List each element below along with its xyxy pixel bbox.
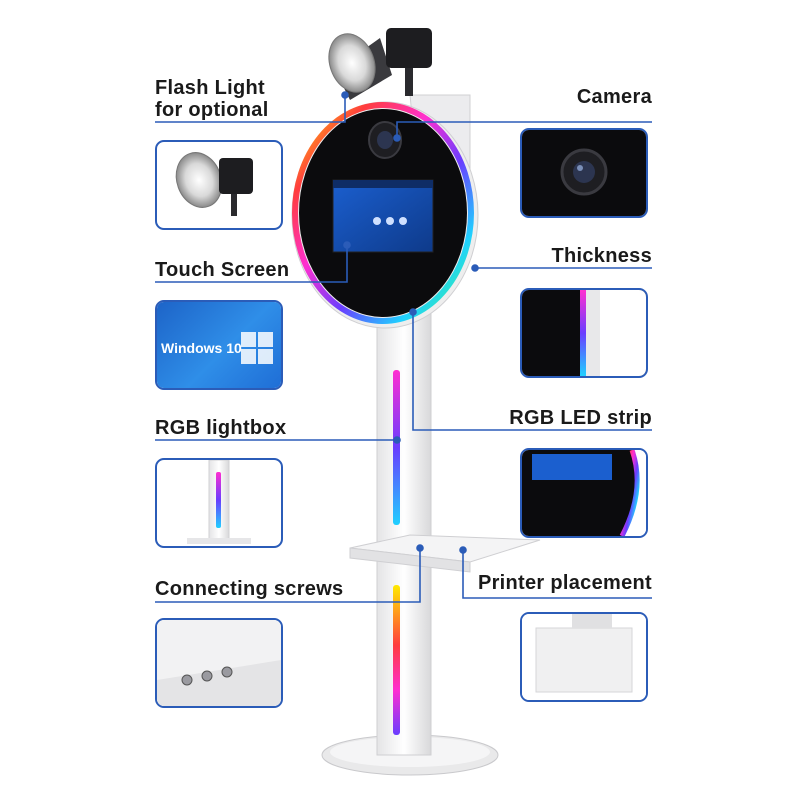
flash-light-detail-image: [175, 152, 253, 216]
connecting-screws-label: Connecting screws: [155, 578, 344, 600]
thickness-thumbnail: [520, 288, 648, 378]
rgb-lightbox-thumbnail: [155, 458, 283, 548]
thickness-detail-image: [522, 290, 646, 376]
thickness-label: Thickness: [551, 245, 652, 267]
flash-light-label-line1: Flash Light: [155, 77, 265, 99]
camera-detail-image: [522, 130, 646, 216]
flash-light-label-line2: for optional: [155, 99, 269, 121]
connecting-screws-detail-image: [157, 620, 281, 706]
camera-label: Camera: [576, 86, 652, 108]
rgb-led-strip-label: RGB LED strip: [509, 407, 652, 429]
touch-screen-label: Touch Screen: [155, 259, 290, 281]
printer-tray-detail-image: [522, 614, 646, 700]
printer-placement-label: Printer placement: [477, 572, 652, 594]
connecting-screws-thumbnail: [155, 618, 283, 708]
windows-10-screen: Windows 10: [157, 302, 281, 388]
rgb-lightbox-label: RGB lightbox: [155, 417, 287, 439]
flash-light-thumbnail: [155, 140, 283, 230]
camera-thumbnail: [520, 128, 648, 218]
windows-logo-icon: [241, 332, 273, 364]
printer-placement-thumbnail: [520, 612, 648, 702]
windows-10-badge: Windows 10: [161, 340, 242, 356]
flash-light-illustration: [328, 28, 432, 100]
flash-light-label: Flash Light for optional: [155, 77, 269, 121]
rgb-led-strip-thumbnail: [520, 448, 648, 538]
rgb-led-strip-detail-image: [522, 450, 646, 536]
windows-thumbnail: Windows 10: [155, 300, 283, 390]
rgb-lightbox-detail-image: [187, 460, 251, 544]
